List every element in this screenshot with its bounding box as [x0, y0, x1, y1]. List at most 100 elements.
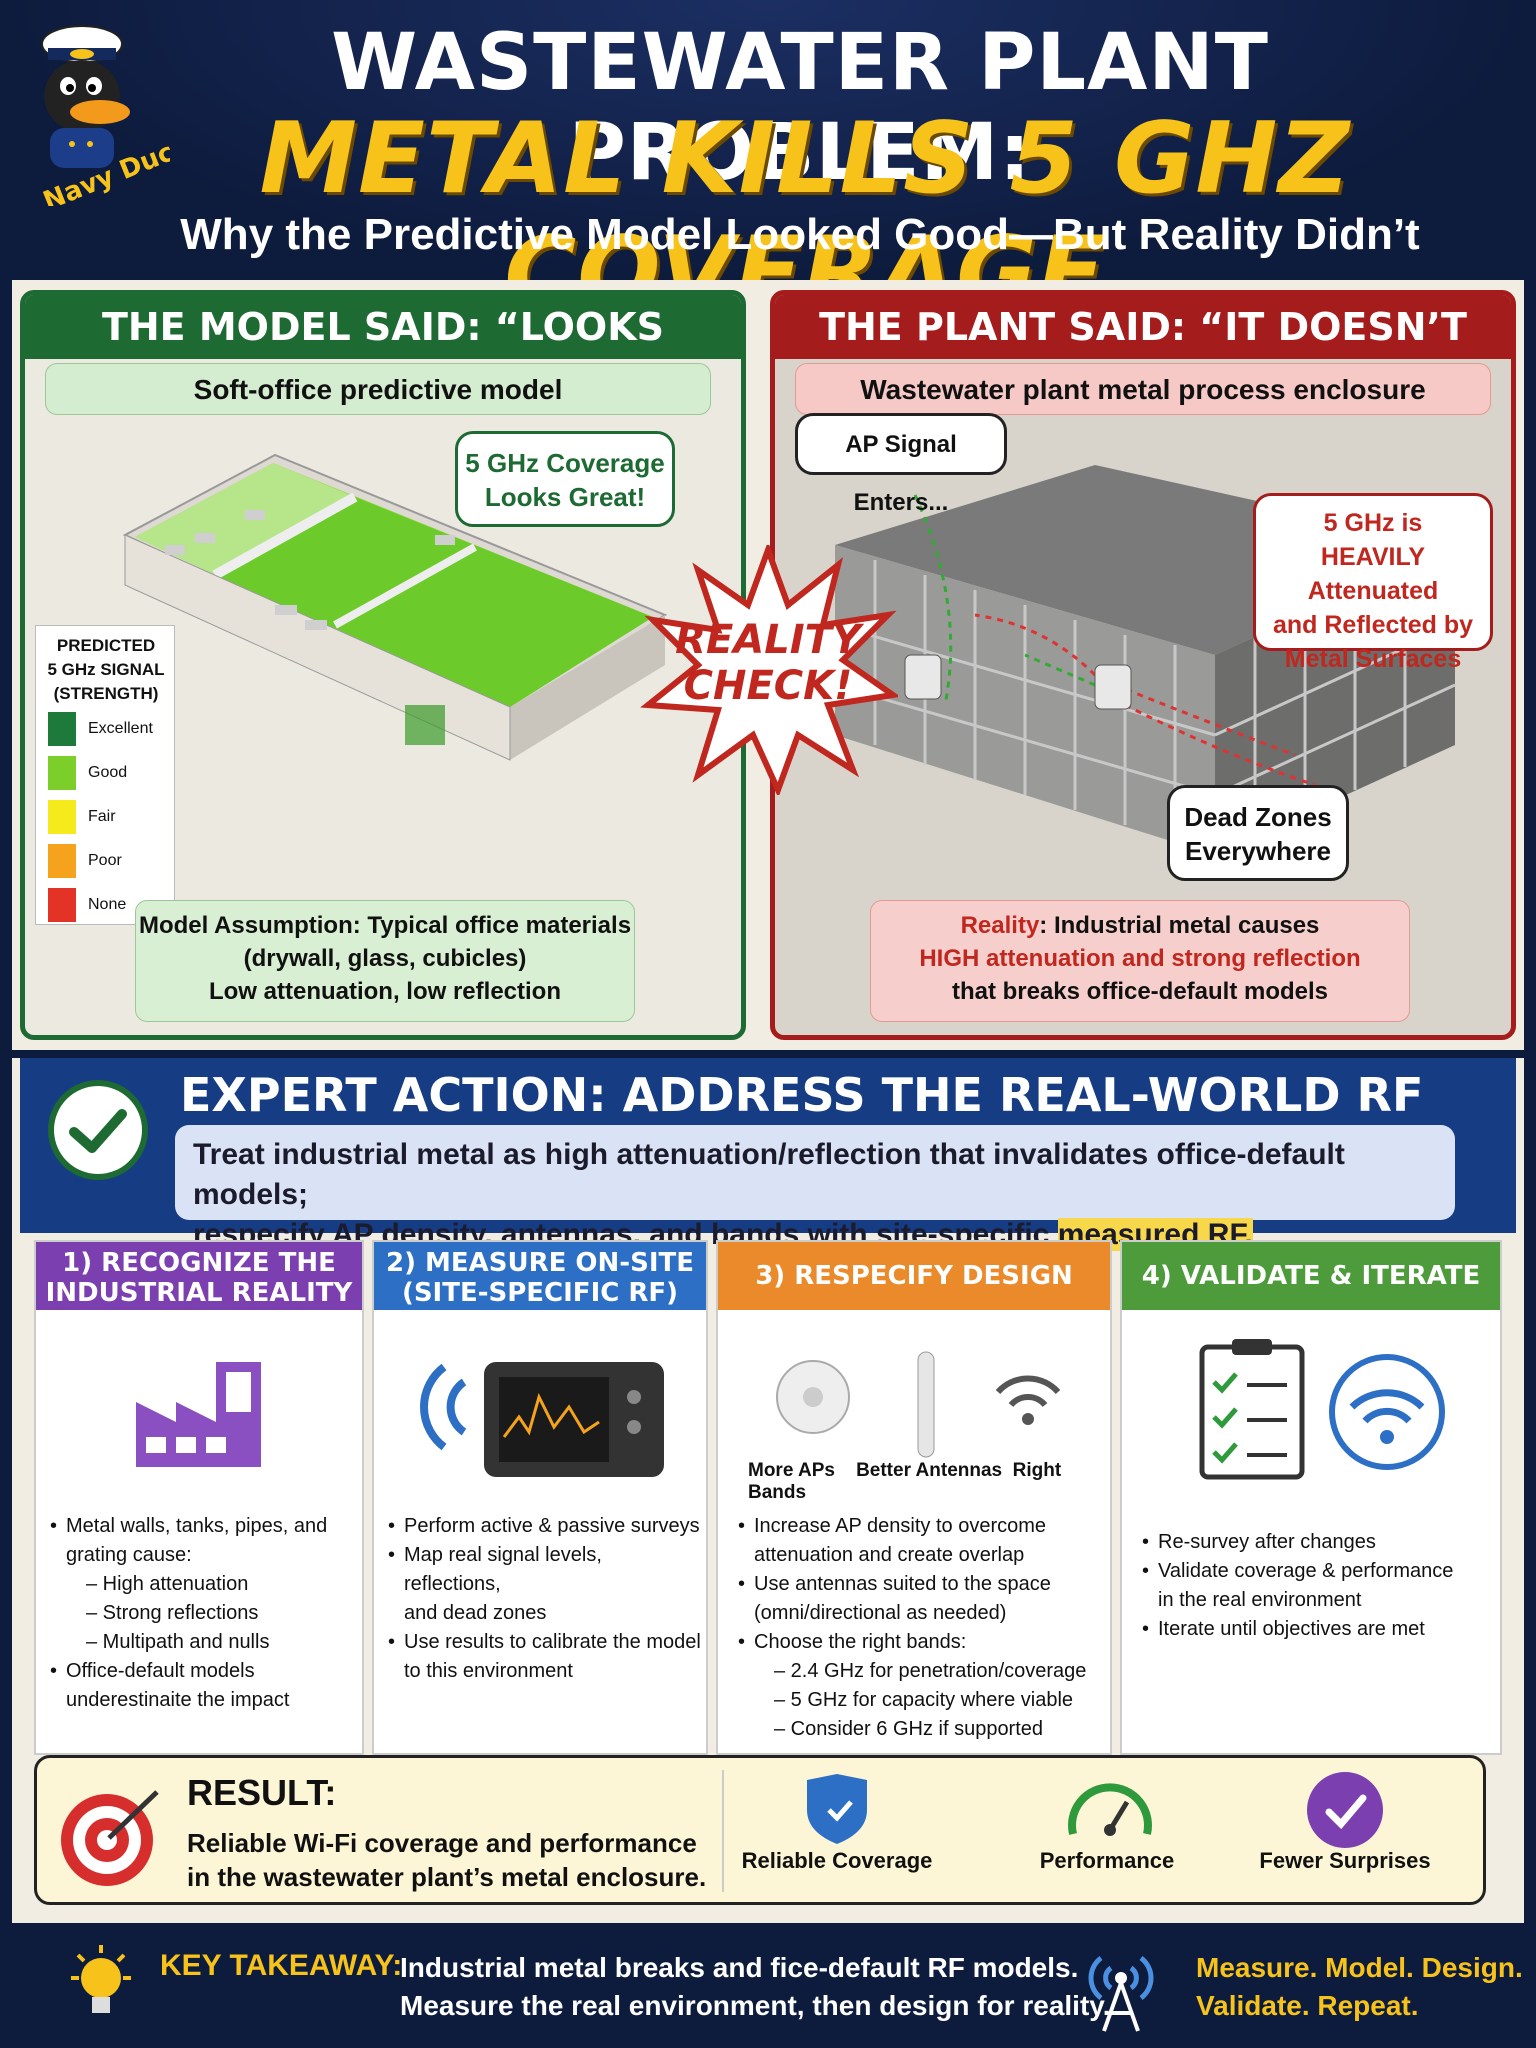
step-card-title: 1) RECOGNIZE THE INDUSTRIAL REALITY: [36, 1242, 362, 1310]
design-icons: [768, 1337, 1068, 1467]
divider: [722, 1770, 724, 1892]
legend-item-poor: Poor: [48, 844, 176, 878]
step-card-measure: 2) MEASURE ON-SITE (SITE-SPECIFIC RF) Pe…: [372, 1240, 708, 1755]
lightbulb-icon: [66, 1943, 136, 2033]
step-card-title: 4) VALIDATE & ITERATE: [1122, 1242, 1500, 1310]
callout-line: Everywhere: [1185, 836, 1331, 866]
spectrum-analyzer-icon: [414, 1337, 684, 1487]
step-title-line: 1) RECOGNIZE THE: [62, 1248, 336, 1278]
bullet-continuation: grating cause:: [66, 1544, 192, 1566]
legend-label: Fair: [88, 808, 116, 825]
model-coverage-callout: 5 GHz Coverage Looks Great!: [455, 431, 675, 527]
target-icon: [57, 1780, 167, 1890]
attenuation-callout: 5 GHz is HEAVILY Attenuated and Reflecte…: [1253, 493, 1493, 673]
bullet: Validate coverage & performance: [1158, 1557, 1498, 1586]
step-bullets: Increase AP density to overcome attenuat…: [754, 1512, 1104, 1744]
factory-icon: [126, 1342, 276, 1472]
result-line-1: Reliable Wi-Fi coverage and performance: [187, 1828, 697, 1858]
title-line-1: WASTEWATER PLANT PROBLEM:: [331, 18, 1269, 198]
motto: Measure. Model. Design. Validate. Repeat…: [1196, 1949, 1523, 2025]
assumption-line: (drywall, glass, cubicles): [243, 945, 527, 972]
bullet-continuation: to this environment: [404, 1660, 573, 1682]
plant-panel-heading: THE PLANT SAID: “IT DOESN’T WORK”: [775, 295, 1511, 413]
checklist-wifi-icon: [1192, 1337, 1452, 1487]
step-card-recognize: 1) RECOGNIZE THE INDUSTRIAL REALITY Meta…: [34, 1240, 364, 1755]
key-takeaway-text: Industrial metal breaks and fice-default…: [400, 1949, 1111, 2025]
reality-prefix: Reality: [960, 912, 1040, 939]
legend-swatch: [48, 712, 76, 746]
result-item-coverage: Reliable Coverage: [741, 1848, 933, 1873]
legend-title-line: PREDICTED: [56, 636, 156, 655]
legend-swatch: [48, 756, 76, 790]
design-icon-labels: More APs Better Antennas Right Bands: [748, 1460, 1098, 1504]
legend-title: PREDICTED 5 GHz SIGNAL (STRENGTH): [36, 634, 176, 706]
reality-check-line: CHECK!: [683, 663, 853, 709]
reality-line-2: HIGH attenuation and strong reflection: [919, 945, 1361, 972]
step-title-line: INDUSTRIAL REALITY: [45, 1278, 353, 1308]
bullet-continuation: in the real environment: [1158, 1589, 1362, 1611]
sub-bullet: – 5 GHz for capacity where viable: [774, 1689, 1074, 1711]
reality-line: Reality: Industrial metal causes: [871, 909, 1409, 942]
icon-label-antennas: Better Antennas: [856, 1460, 1003, 1481]
bullet-continuation: (omni/directional as needed): [754, 1602, 1007, 1624]
step-bullets: Re-survey after changes Validate coverag…: [1158, 1528, 1498, 1644]
sub-bullet: – Strong reflections: [86, 1602, 259, 1624]
dead-zones-callout: Dead Zones Everywhere: [1167, 785, 1349, 881]
bullet: Metal walls, tanks, pipes, and: [66, 1512, 356, 1541]
reality-line-3: that breaks office-default models: [951, 978, 1329, 1005]
callout-line: Metal Surfaces: [1284, 645, 1462, 673]
ap-signal-callout: AP Signal Enters...: [795, 413, 1007, 516]
callout-line: and Reflected by: [1272, 611, 1474, 639]
subtitle: Why the Predictive Model Looked Good—But…: [180, 210, 1420, 259]
callout-line: 5 GHz Coverage: [465, 448, 665, 478]
bullet: Re-survey after changes: [1158, 1528, 1498, 1557]
shield-icon: [793, 1774, 913, 1844]
legend-item-good: Good: [48, 756, 176, 790]
motto-line-1: Measure. Model. Design.: [1196, 1952, 1523, 1983]
office-floorplan-illustration: [105, 415, 725, 855]
legend-item-fair: Fair: [48, 800, 176, 834]
callout-line: HEAVILY Attenuated: [1307, 543, 1439, 605]
signal-legend: PREDICTED 5 GHz SIGNAL (STRENGTH) Excell…: [35, 625, 175, 925]
step-card-title: 3) RESPECIFY DESIGN: [718, 1242, 1110, 1310]
bullet-continuation: underestinaite the impact: [66, 1689, 290, 1711]
motto-line-2: Validate. Repeat.: [1196, 1990, 1419, 2021]
sub-bullet: – 2.4 GHz for penetration/coverage: [774, 1660, 1087, 1682]
expert-description: Treat industrial metal as high attenuati…: [175, 1125, 1455, 1251]
check-badge-icon: [1307, 1772, 1383, 1848]
step-card-title: 2) MEASURE ON-SITE (SITE-SPECIFIC RF): [374, 1242, 706, 1310]
plant-panel: THE PLANT SAID: “IT DOESN’T WORK” Wastew…: [770, 290, 1516, 1040]
result-text: Reliable Wi-Fi coverage and performance …: [187, 1826, 706, 1894]
takeaway-line-2: Measure the real environment, then desig…: [400, 1990, 1111, 2021]
step-title-line: 2) MEASURE ON-SITE: [385, 1248, 694, 1278]
bullet: Use antennas suited to the space: [754, 1570, 1104, 1599]
bullet-continuation: attenuation and create overlap: [754, 1544, 1025, 1566]
step-title-line: (SITE-SPECIFIC RF): [401, 1278, 679, 1308]
legend-item-none: None: [48, 888, 176, 922]
gauge-icon: [1065, 1774, 1155, 1844]
legend-label: Excellent: [88, 720, 153, 737]
model-panel: THE MODEL SAID: “LOOKS GOOD” Soft-office…: [20, 290, 746, 1040]
checkmark-icon: [48, 1080, 148, 1180]
bullet: Choose the right bands:: [754, 1628, 1104, 1657]
expert-desc-line-1: Treat industrial metal as high attenuati…: [193, 1138, 1345, 1211]
model-panel-subheading: Soft-office predictive model: [45, 363, 711, 415]
step-bullets: Metal walls, tanks, pipes, and grating c…: [66, 1512, 356, 1715]
plant-panel-subheading: Wastewater plant metal process enclosure: [795, 363, 1491, 415]
legend-label: None: [88, 896, 127, 913]
result-item-surprises: Fewer Surprises: [1259, 1848, 1431, 1873]
bullet: Map real signal levels, reflections,: [404, 1541, 704, 1599]
step-bullets: Perform active & passive surveys Map rea…: [404, 1512, 704, 1686]
assumption-line: Model Assumption: Typical office materia…: [138, 912, 632, 939]
assumption-line: Low attenuation, low reflection: [208, 978, 561, 1005]
header: [0, 0, 1536, 280]
title-line-2: METAL KILLS 5 GHZ COVERAGE: [259, 102, 1351, 330]
bullet: Iterate until objectives are met: [1158, 1615, 1498, 1644]
legend-title-line: (STRENGTH): [53, 684, 159, 703]
bullet: Increase AP density to overcome: [754, 1512, 1104, 1541]
reality-box: Reality: Industrial metal causes HIGH at…: [870, 900, 1410, 1022]
legend-title-line: 5 GHz SIGNAL: [47, 660, 165, 679]
legend-swatch: [48, 844, 76, 878]
bullet: Perform active & passive surveys: [404, 1512, 704, 1541]
callout-line: 5 GHz is: [1323, 509, 1423, 537]
